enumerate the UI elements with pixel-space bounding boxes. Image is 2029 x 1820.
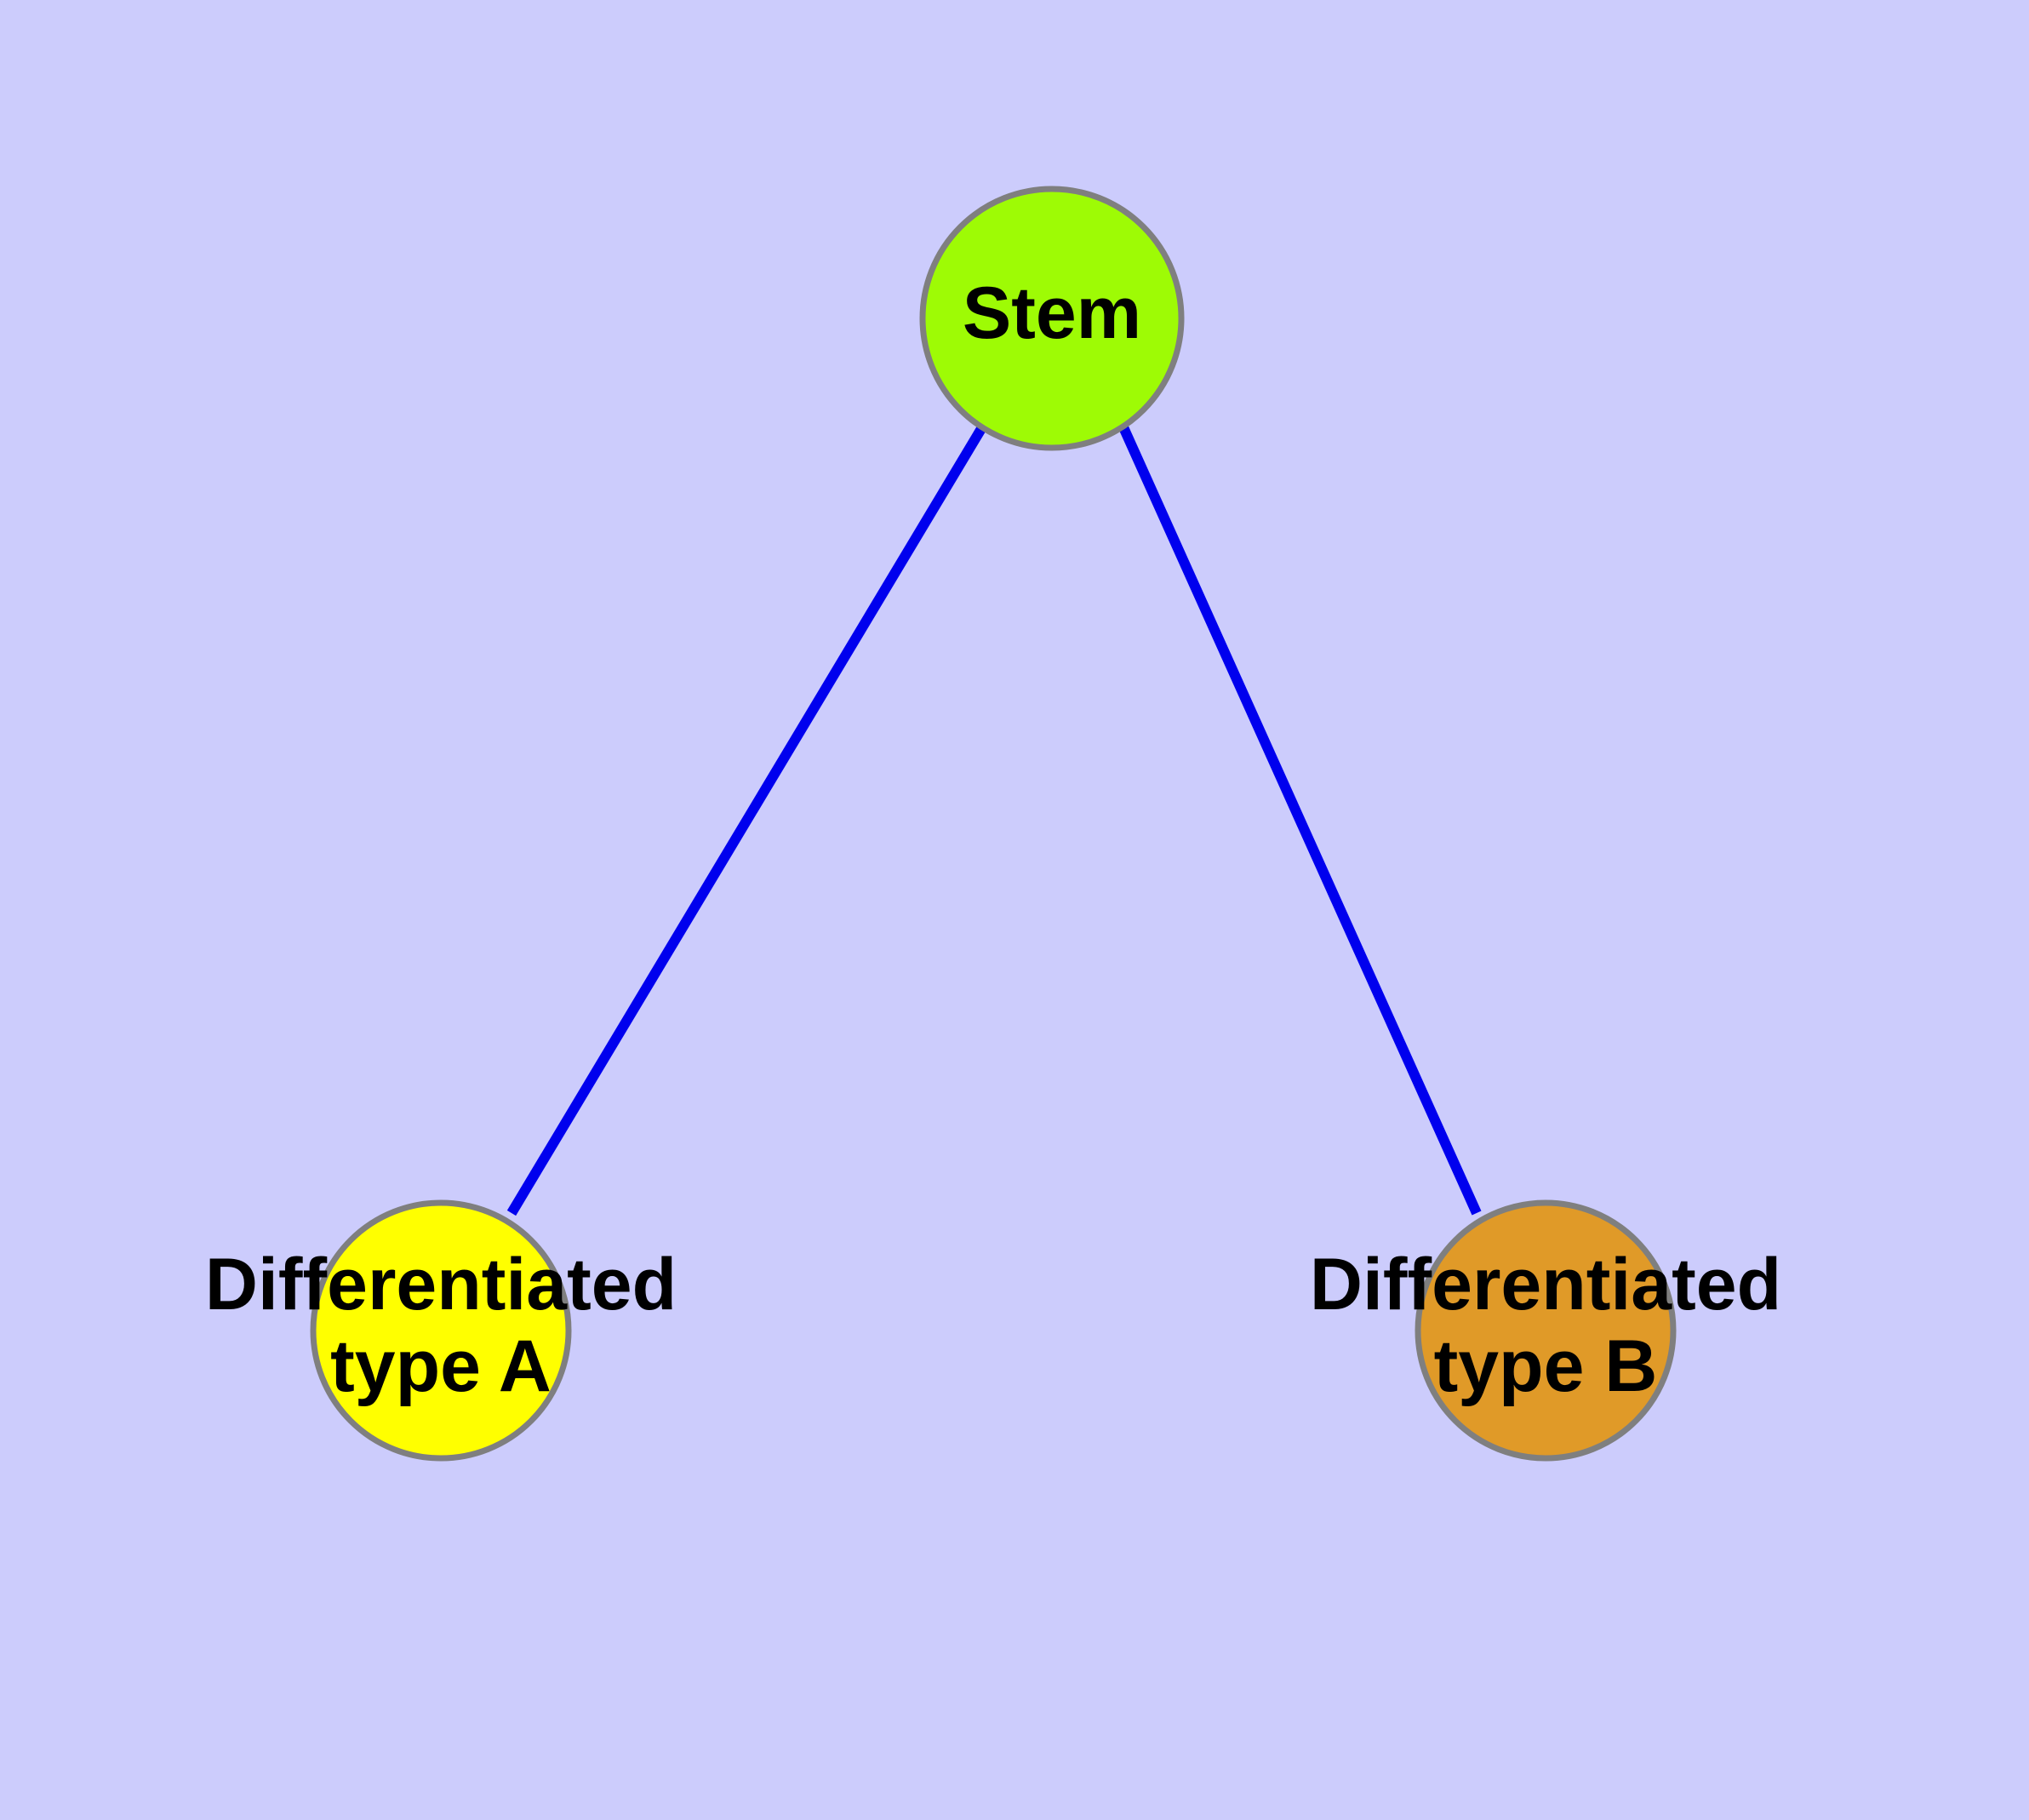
node-label-line: type B xyxy=(1434,1325,1658,1407)
node-circle-diff_b[interactable] xyxy=(1415,1199,1677,1462)
edges-group xyxy=(506,424,1482,1216)
edge-stem-to-diff-b[interactable] xyxy=(1118,425,1482,1216)
node-label-line: Differentiated xyxy=(205,1244,677,1325)
edge-stem-to-diff-a[interactable] xyxy=(506,424,987,1216)
node-label-line: Stem xyxy=(963,272,1141,354)
node-label-stem: Stem xyxy=(963,272,1141,354)
node-label-line: type A xyxy=(330,1325,552,1407)
node-stem[interactable]: Stem xyxy=(919,186,1185,451)
node-label-line: Differentiated xyxy=(1310,1244,1781,1325)
node-circle-stem[interactable] xyxy=(919,186,1185,451)
node-circle-diff_a[interactable] xyxy=(310,1199,572,1462)
